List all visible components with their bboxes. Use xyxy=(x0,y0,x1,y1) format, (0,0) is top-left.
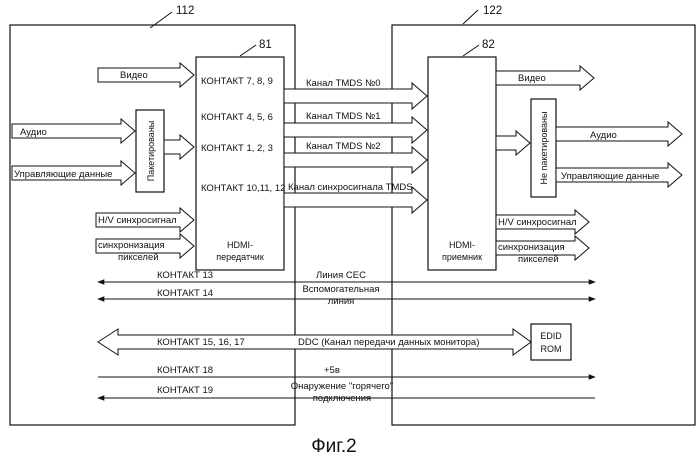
audio-out-arrow xyxy=(556,122,682,146)
transmitter-name-line1: HDMI- xyxy=(227,240,253,250)
pixel-sync-in-label-1: синхронизация xyxy=(98,240,165,251)
ref-81-leader xyxy=(240,45,256,56)
control-in-label: Управляющие данные xyxy=(14,169,112,180)
edid-rom-block xyxy=(531,324,571,360)
tmds-channel-0-label: Канал TMDS №0 xyxy=(306,78,381,89)
pixel-sync-in-label-2: пикселей xyxy=(118,252,159,263)
tmds-clock-channel-label: Канал синхросигнала TMDS xyxy=(288,182,413,193)
hpd-label-1: Онаружение "горячего" xyxy=(291,381,393,392)
aux-line-label-1: Вспомогательная xyxy=(302,284,379,295)
edid-label: EDID xyxy=(540,331,562,341)
pin-18-label: КОНТАКТ 18 xyxy=(157,365,213,376)
ref-82-leader xyxy=(463,45,479,56)
control-out-label: Управляющие данные xyxy=(561,171,659,182)
pin-19-label: КОНТАКТ 19 xyxy=(157,385,213,396)
transmitter-name-line2: передатчик xyxy=(216,252,264,262)
tmds-channel-2-label: Канал TMDS №2 xyxy=(306,141,381,152)
tmds-channel-1-label: Канал TMDS №1 xyxy=(306,111,381,122)
rom-label: ROM xyxy=(541,344,562,354)
pin-13-label: КОНТАКТ 13 xyxy=(157,270,213,281)
hv-sync-out-label: H/V синхросигнал xyxy=(498,217,577,228)
transmitter-pin-7-8-9: КОНТАКТ 7, 8, 9 xyxy=(201,76,273,87)
ref-122-leader xyxy=(463,10,478,24)
transmitter-pin-4-5-6: КОНТАКТ 4, 5, 6 xyxy=(201,112,273,123)
hpd-label-2: подключения xyxy=(313,393,371,404)
transmitter-pin-1-2-3: КОНТАКТ 1, 2, 3 xyxy=(201,143,273,154)
not-packetized-label: Не пакетированы xyxy=(539,112,549,185)
video-out-label: Видео xyxy=(518,73,546,84)
ref-112: 112 xyxy=(176,5,194,17)
packetized-to-tx-arrow xyxy=(164,135,194,159)
pin-14-label: КОНТАКТ 14 xyxy=(157,288,213,299)
ref-81: 81 xyxy=(259,39,272,51)
hdmi-receiver-block xyxy=(428,57,496,270)
ref-82: 82 xyxy=(482,39,495,51)
receiver-name-line1: HDMI- xyxy=(449,240,475,250)
pixel-sync-out-label-1: синхронизация xyxy=(498,242,565,253)
pin-15-16-17-label: КОНТАКТ 15, 16, 17 xyxy=(157,337,245,348)
audio-in-label: Аудио xyxy=(20,127,47,138)
ddc-label: DDC (Канал передачи данных монитора) xyxy=(298,337,479,348)
ref-122: 122 xyxy=(483,5,502,17)
audio-out-label: Аудио xyxy=(590,130,617,141)
rx-to-unpacketized-arrow xyxy=(496,131,530,155)
receiver-name-line2: приемник xyxy=(442,252,482,262)
transmitter-pin-10-11-12: КОНТАКТ 10,11, 12 xyxy=(201,183,285,194)
figure-caption: Фиг.2 xyxy=(311,436,357,457)
pixel-sync-out-label-2: пикселей xyxy=(518,254,559,265)
hv-sync-in-label: H/V синхросигнал xyxy=(98,215,177,226)
packetized-label: Пакетированы xyxy=(146,121,156,182)
cec-line-label: Линия CEC xyxy=(316,270,366,281)
video-in-label: Видео xyxy=(120,70,148,81)
hdmi-transmitter-block xyxy=(196,57,284,270)
plus5v-label: +5в xyxy=(324,365,340,376)
aux-line-label-2: линия xyxy=(328,296,355,307)
